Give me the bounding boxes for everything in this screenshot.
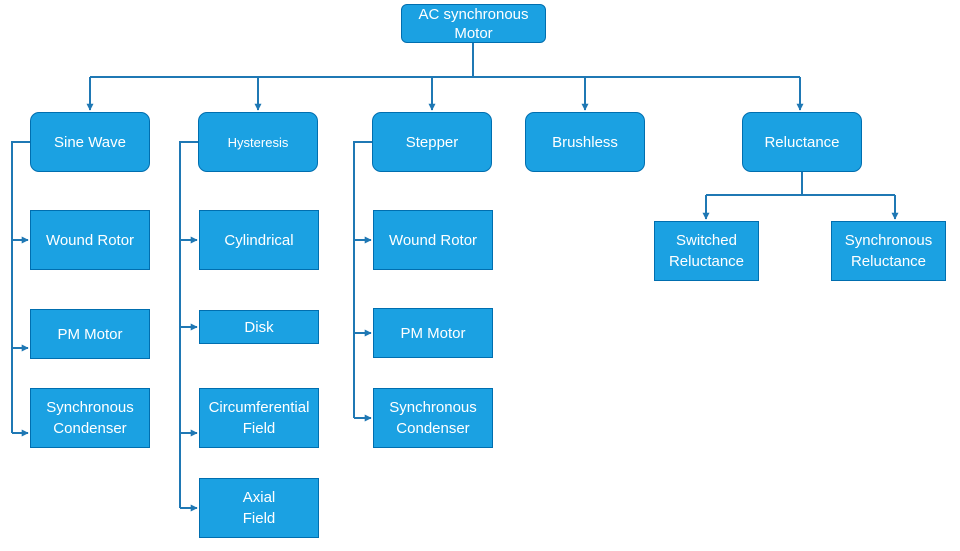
node-hysteresis-disk[interactable]: Disk (199, 310, 319, 344)
node-reluctance-synchronous[interactable]: Synchronous Reluctance (831, 221, 946, 281)
node-hysteresis-axial-field[interactable]: Axial Field (199, 478, 319, 538)
node-reluctance[interactable]: Reluctance (742, 112, 862, 172)
node-sine-wave-pm-motor[interactable]: PM Motor (30, 309, 150, 359)
node-hysteresis[interactable]: Hysteresis (198, 112, 318, 172)
node-stepper[interactable]: Stepper (372, 112, 492, 172)
node-sine-wave[interactable]: Sine Wave (30, 112, 150, 172)
node-hysteresis-circumferential-field[interactable]: Circumferential Field (199, 388, 319, 448)
connector-stepper-spine (353, 141, 372, 418)
node-stepper-wound-rotor[interactable]: Wound Rotor (373, 210, 493, 270)
node-stepper-synchronous-condenser[interactable]: Synchronous Condenser (373, 388, 493, 448)
connector-sine-wave-spine (11, 141, 30, 433)
node-reluctance-switched[interactable]: Switched Reluctance (654, 221, 759, 281)
node-root[interactable]: AC synchronous Motor (401, 4, 546, 43)
node-stepper-pm-motor[interactable]: PM Motor (373, 308, 493, 358)
node-hysteresis-cylindrical[interactable]: Cylindrical (199, 210, 319, 270)
connector-hysteresis-spine (179, 141, 198, 508)
node-sine-wave-synchronous-condenser[interactable]: Synchronous Condenser (30, 388, 150, 448)
node-brushless[interactable]: Brushless (525, 112, 645, 172)
node-sine-wave-wound-rotor[interactable]: Wound Rotor (30, 210, 150, 270)
